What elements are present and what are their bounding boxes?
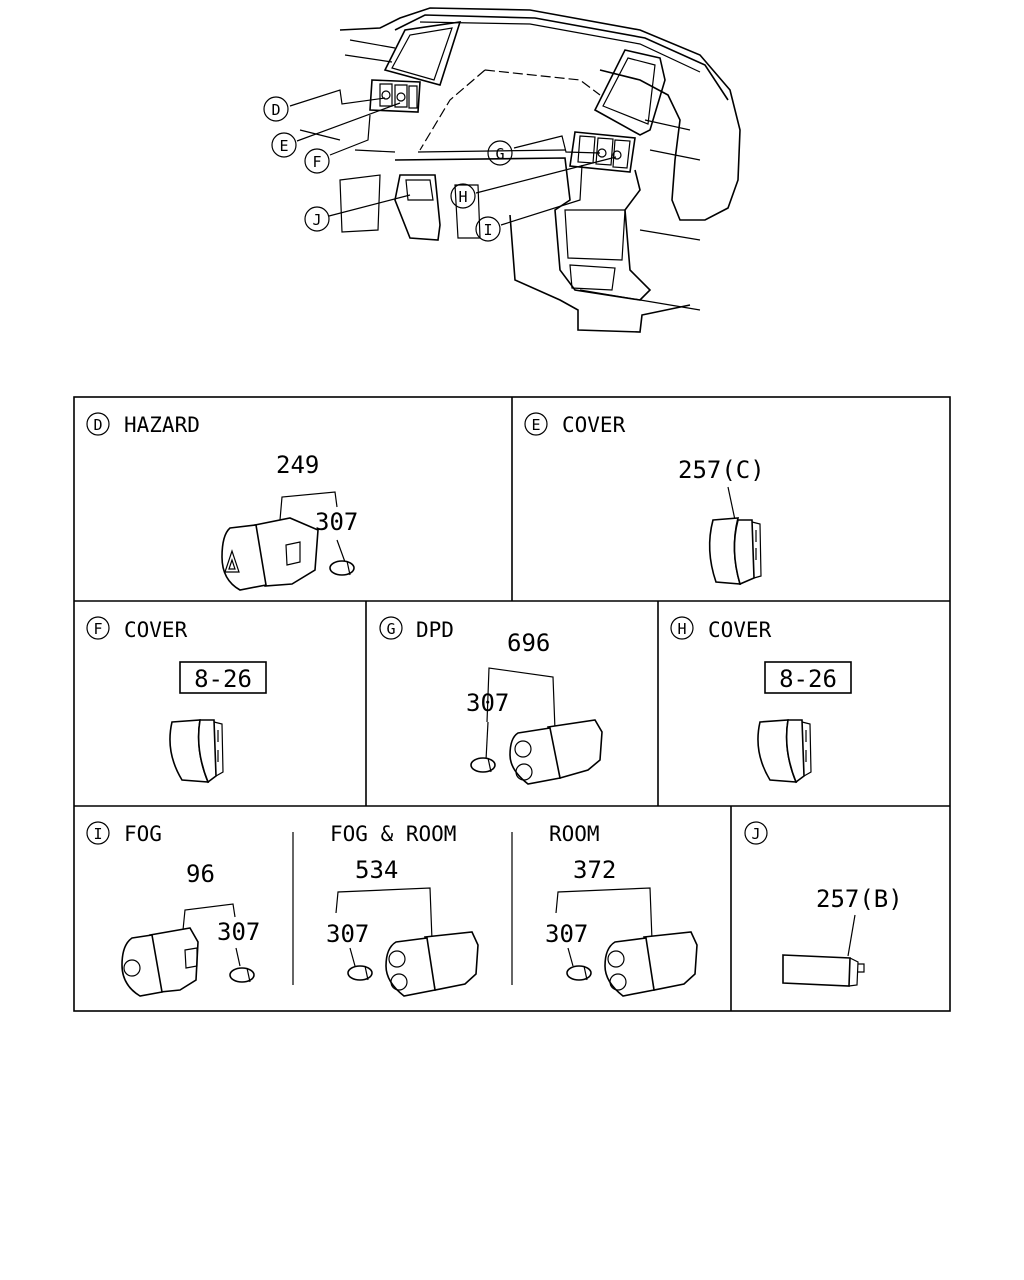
- variant-fog: FOG 96 307: [121, 822, 260, 997]
- variant-fog-room-bulb-number: 307: [326, 920, 369, 948]
- callout-G: G: [487, 140, 513, 166]
- panel-G-part-number: 696: [507, 629, 550, 657]
- dashboard-overview-drawing: [299, 7, 741, 333]
- callout-I: I: [475, 216, 501, 242]
- callout-H: H: [450, 183, 476, 209]
- panel-H-cover: H COVER 8-26: [670, 616, 852, 784]
- panel-E-title: COVER: [562, 413, 626, 437]
- variant-fog-room-title: FOG & ROOM: [330, 822, 456, 846]
- variant-room-part-number: 372: [573, 856, 616, 884]
- panel-H-title: COVER: [708, 618, 772, 642]
- callout-E: E: [271, 132, 297, 158]
- callout-H-label: H: [458, 188, 467, 206]
- panel-E-cover: E COVER 257(C): [524, 412, 765, 586]
- panel-F-reference: 8-26: [194, 665, 252, 693]
- variant-fog-and-room: FOG & ROOM 534 307: [326, 822, 479, 997]
- panel-H-reference: 8-26: [779, 665, 837, 693]
- panel-D-title: HAZARD: [124, 413, 200, 437]
- panel-G-title: DPD: [416, 618, 454, 642]
- callout-D: D: [263, 96, 289, 122]
- variant-room-title: ROOM: [549, 822, 600, 846]
- panel-D-part-number: 249: [276, 451, 319, 479]
- variant-fog-bulb-number: 307: [217, 918, 260, 946]
- panel-D-letter: D: [93, 416, 102, 434]
- panel-D-hazard: D HAZARD 249 307: [86, 412, 358, 591]
- variant-fog-title: FOG: [124, 822, 162, 846]
- callout-E-label: E: [279, 137, 288, 155]
- variant-room: ROOM 372 307: [545, 822, 698, 997]
- panel-F-cover: F COVER 8-26: [86, 616, 267, 784]
- panel-J: J 257(B): [744, 821, 903, 987]
- variant-fog-room-part-number: 534: [355, 856, 398, 884]
- callout-F: F: [304, 148, 330, 174]
- panel-H-letter: H: [677, 620, 686, 638]
- callout-F-label: F: [312, 153, 321, 171]
- callout-J: J: [304, 206, 330, 232]
- panel-J-part-number: 257(B): [816, 885, 903, 913]
- callout-I-label: I: [483, 221, 492, 239]
- panel-E-part-number: 257(C): [678, 456, 765, 484]
- panel-I-letter: I: [93, 825, 102, 843]
- callout-J-label: J: [312, 211, 321, 229]
- panel-F-letter: F: [93, 620, 102, 638]
- variant-fog-part-number: 96: [186, 860, 215, 888]
- panel-E-letter: E: [531, 416, 540, 434]
- panel-J-letter: J: [751, 825, 760, 843]
- panel-G-letter: G: [386, 620, 395, 638]
- callout-D-label: D: [271, 101, 280, 119]
- overview-leader-lines: [289, 89, 617, 226]
- panel-F-title: COVER: [124, 618, 188, 642]
- panel-I: I FOG 96 307 FOG & ROOM 534 307: [86, 821, 698, 997]
- callout-G-label: G: [495, 145, 504, 163]
- parts-grid: [73, 396, 951, 1012]
- variant-room-bulb-number: 307: [545, 920, 588, 948]
- panel-G-dpd: G DPD 696 307: [379, 616, 603, 785]
- panel-D-bulb-number: 307: [315, 508, 358, 536]
